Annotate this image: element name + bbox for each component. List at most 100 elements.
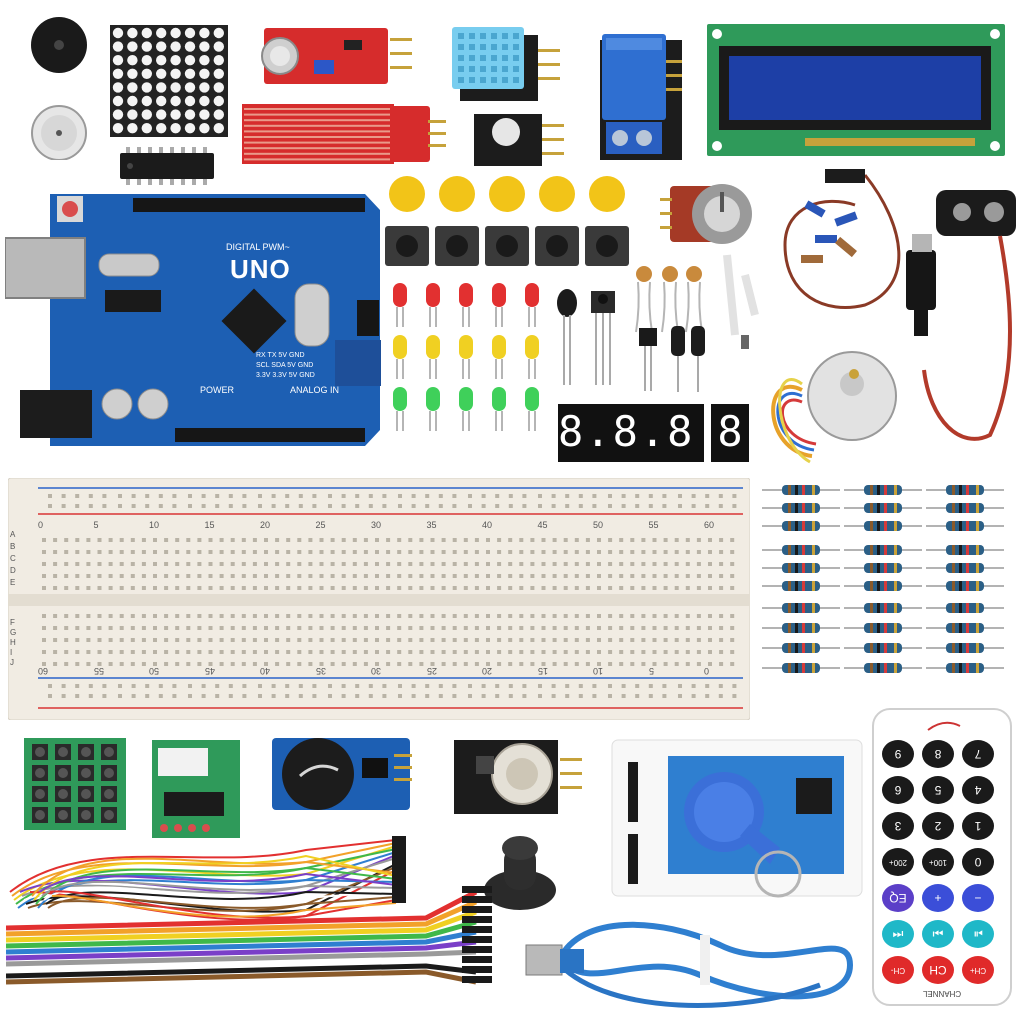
joystick-cap: [484, 836, 556, 910]
breadboard-column-number: 60: [704, 520, 715, 530]
shift-register-ic: [120, 147, 214, 185]
breadboard-column-number: 15: [204, 520, 215, 530]
breadboard-column-number: 55: [93, 666, 104, 676]
lcd-1602-display: [707, 24, 1005, 156]
remote-bottom-label: CHANNEL: [922, 989, 962, 998]
remote-key[interactable]: CH-: [882, 956, 914, 984]
rfid-reader-kit: [611, 739, 863, 898]
remote-key[interactable]: 7: [962, 740, 994, 768]
breadboard-row-letter: J: [10, 658, 14, 667]
transistor-and-capacitors: [639, 326, 705, 392]
remote-key[interactable]: CH: [922, 956, 954, 984]
breadboard-column-number: 0: [38, 520, 44, 530]
leds: [393, 283, 539, 431]
breadboard-column-number: 25: [315, 520, 326, 530]
breadboard-column-number: 15: [537, 666, 548, 676]
breadboard-column-number: 10: [149, 520, 160, 530]
breadboard-row-letter: E: [10, 578, 16, 587]
ir-receiver-and-led: [557, 289, 615, 385]
remote-key[interactable]: EQ: [882, 884, 914, 912]
breadboard-column-number: 30: [371, 666, 382, 676]
uno-label: UNO: [230, 254, 291, 284]
breadboard-column-number: 55: [648, 520, 659, 530]
remote-logo-icon: [927, 721, 961, 731]
remote-key[interactable]: 3: [882, 812, 914, 840]
breadboard-column-number: 20: [482, 666, 493, 676]
stepper-driver-board: [152, 740, 240, 838]
usb-cable: [525, 921, 854, 1008]
breadboard-row-letter: B: [10, 542, 16, 551]
remote-key[interactable]: 9: [882, 740, 914, 768]
push-buttons: [385, 176, 629, 266]
breadboard-column-number: 25: [426, 666, 437, 676]
breadboard: [8, 478, 750, 720]
dht11-sensor: [452, 27, 560, 101]
remote-key[interactable]: ⏭: [922, 920, 954, 948]
breadboard-row-letter: A: [10, 530, 16, 539]
remote-key[interactable]: ⏮: [882, 920, 914, 948]
pin-row-b-label: SCL SDA 5V GND: [256, 362, 314, 369]
rtc-module: [272, 738, 412, 810]
led-sensor-module: [474, 114, 564, 166]
breadboard-column-number: 45: [204, 666, 215, 676]
breadboard-row-letter: H: [10, 638, 16, 647]
potentiometer: [660, 184, 752, 244]
arduino-uno-board: [5, 194, 381, 446]
keypad-module: [24, 738, 126, 830]
breadboard-column-number: 40: [482, 520, 493, 530]
breadboard-column-number: 60: [38, 666, 49, 676]
remote-key[interactable]: CH+: [962, 956, 994, 984]
breadboard-row-letter: D: [10, 566, 16, 575]
remote-key[interactable]: 4: [962, 776, 994, 804]
breadboard-column-number: 20: [260, 520, 271, 530]
breadboard-column-number: 5: [648, 666, 654, 676]
breadboard-row-letter: C: [10, 554, 16, 563]
water-level-sensor: [242, 104, 446, 164]
pin-row-c-label: 3.3V 3.3V 5V GND: [256, 372, 315, 379]
digital-pwm-label: DIGITAL PWM~: [226, 242, 290, 252]
remote-key[interactable]: 6: [882, 776, 914, 804]
sound-sensor-module: [261, 28, 412, 84]
breadboard-row-letter: F: [10, 618, 15, 627]
breadboard-column-number: 50: [149, 666, 160, 676]
breadboard-column-number: 35: [426, 520, 437, 530]
remote-key[interactable]: 0: [962, 848, 994, 876]
power-label: POWER: [200, 385, 235, 395]
breadboard-column-number: 10: [593, 666, 604, 676]
servo-motor-parts: [723, 169, 901, 349]
stepper-motor: [771, 351, 897, 464]
breadboard-column-number: 45: [537, 520, 548, 530]
breadboard-column-number: 40: [260, 666, 271, 676]
relay-module: [600, 34, 682, 160]
analog-in-label: ANALOG IN: [290, 385, 340, 395]
pin-row-a-label: RX TX 5V GND: [256, 352, 305, 359]
four-digit-seven-segment: 8.8.8.8: [558, 404, 747, 462]
breadboard-column-number: 0: [704, 666, 710, 676]
remote-key[interactable]: 2: [922, 812, 954, 840]
remote-key[interactable]: 100+: [922, 848, 954, 876]
breadboard-row-letter: G: [10, 628, 17, 637]
battery-clip: [906, 190, 1016, 441]
remote-key[interactable]: −: [962, 884, 994, 912]
buzzers: [31, 17, 87, 160]
breadboard-column-number: 5: [93, 520, 99, 530]
remote-key[interactable]: +: [922, 884, 954, 912]
resistors: [762, 485, 1004, 673]
jumper-wires-and-ribbon: [6, 836, 492, 985]
remote-key[interactable]: 200+: [882, 848, 914, 876]
single-digit-seven-segment: 8: [711, 404, 749, 462]
breadboard-column-number: 30: [371, 520, 382, 530]
remote-key[interactable]: 5: [922, 776, 954, 804]
remote-key[interactable]: 8: [922, 740, 954, 768]
remote-key[interactable]: ⏯: [962, 920, 994, 948]
breadboard-column-number: 35: [315, 666, 326, 676]
breadboard-column-number: 50: [593, 520, 604, 530]
rotary-encoder-module: [454, 740, 582, 814]
remote-key[interactable]: 1: [962, 812, 994, 840]
breadboard-row-letter: I: [10, 648, 13, 657]
breadboard-top-numbers: 0 5 10 15 20 25 30 35 40 45 50 55 60: [8, 520, 750, 534]
dot-matrix-display: [110, 25, 228, 137]
